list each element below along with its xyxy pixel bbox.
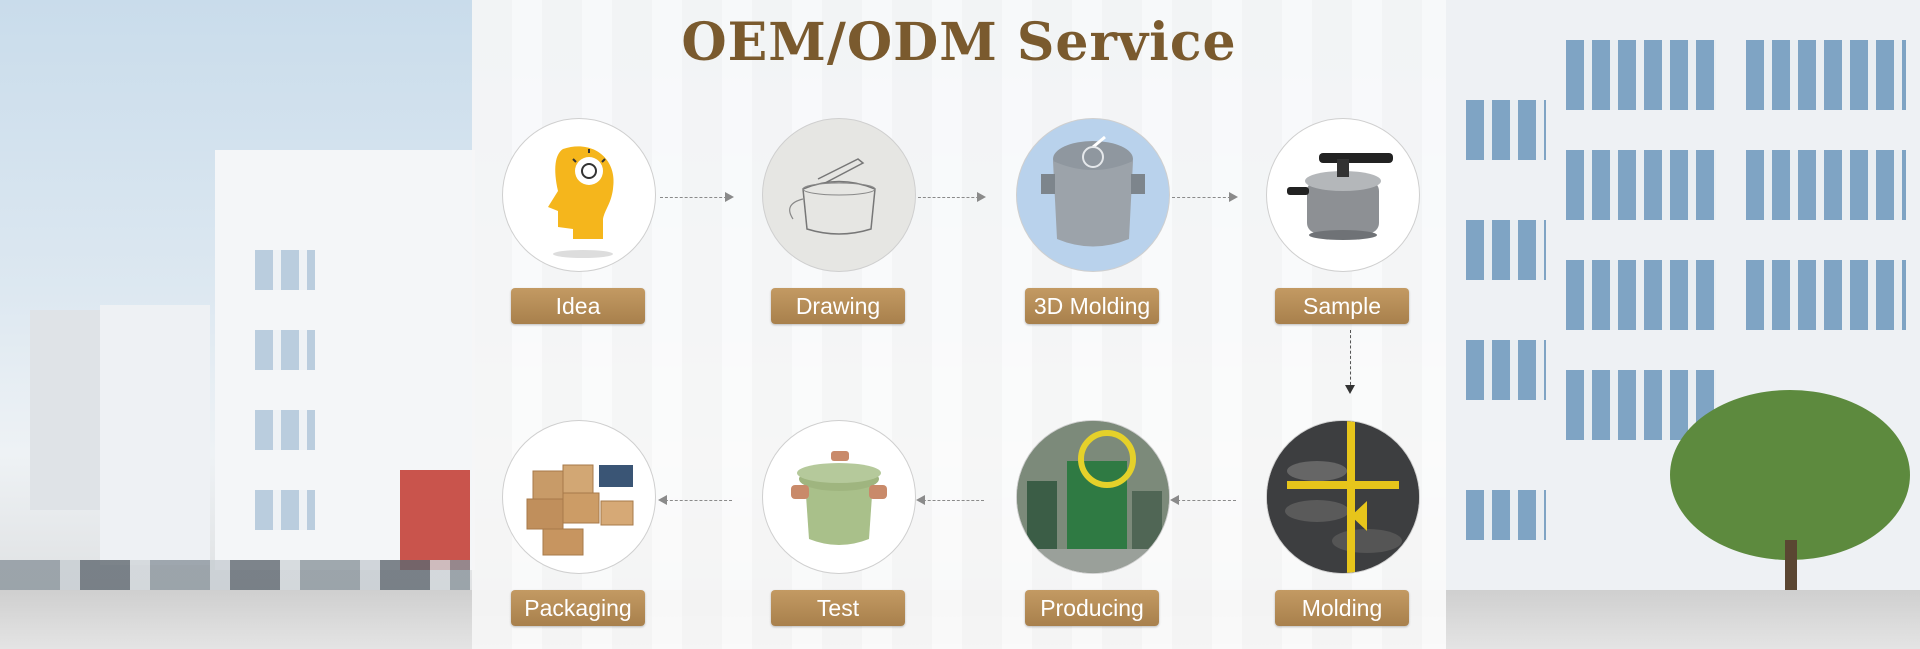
sketch-pot-icon bbox=[789, 158, 876, 235]
step-packaging-label: Packaging bbox=[511, 590, 645, 626]
step-3d-molding-circle bbox=[1016, 118, 1170, 272]
step-packaging-circle bbox=[502, 420, 656, 574]
step-3d-molding-label: 3D Molding bbox=[1025, 288, 1159, 324]
step-sample-label: Sample bbox=[1275, 288, 1409, 324]
green-pot-icon bbox=[791, 451, 887, 545]
arrow-producing-to-test bbox=[916, 495, 984, 505]
parked-cars bbox=[0, 560, 470, 590]
step-idea-circle bbox=[502, 118, 656, 272]
step-producing-circle bbox=[1016, 420, 1170, 574]
step-molding-circle bbox=[1266, 420, 1420, 574]
step-producing-label: Producing bbox=[1025, 590, 1159, 626]
factory-machine-icon bbox=[1017, 421, 1169, 573]
arrow-3d-to-sample bbox=[1172, 192, 1238, 202]
step-idea-label: Idea bbox=[511, 288, 645, 324]
arrow-molding-to-producing bbox=[1170, 495, 1236, 505]
step-sample-circle bbox=[1266, 118, 1420, 272]
arrow-sample-to-molding bbox=[1345, 330, 1355, 394]
page-title: OEM/ODM Service bbox=[681, 12, 1237, 73]
arrow-drawing-to-3d bbox=[918, 192, 986, 202]
step-test-circle bbox=[762, 420, 916, 574]
pressure-cooker-icon bbox=[1287, 153, 1393, 240]
molding-machine-icon bbox=[1267, 421, 1419, 573]
step-test-label: Test bbox=[771, 590, 905, 626]
tree-trunk bbox=[1785, 540, 1797, 595]
arrow-idea-to-drawing bbox=[660, 192, 734, 202]
step-drawing-label: Drawing bbox=[771, 288, 905, 324]
arrow-test-to-packaging bbox=[658, 495, 732, 505]
idea-head-icon bbox=[548, 146, 614, 258]
tree bbox=[1670, 390, 1910, 560]
red-container bbox=[400, 470, 470, 570]
step-molding-label: Molding bbox=[1275, 590, 1409, 626]
cad-pot-icon bbox=[1041, 135, 1145, 247]
left-mid-building bbox=[100, 305, 210, 565]
cardboard-boxes-icon bbox=[526, 464, 634, 556]
step-drawing-circle bbox=[762, 118, 916, 272]
